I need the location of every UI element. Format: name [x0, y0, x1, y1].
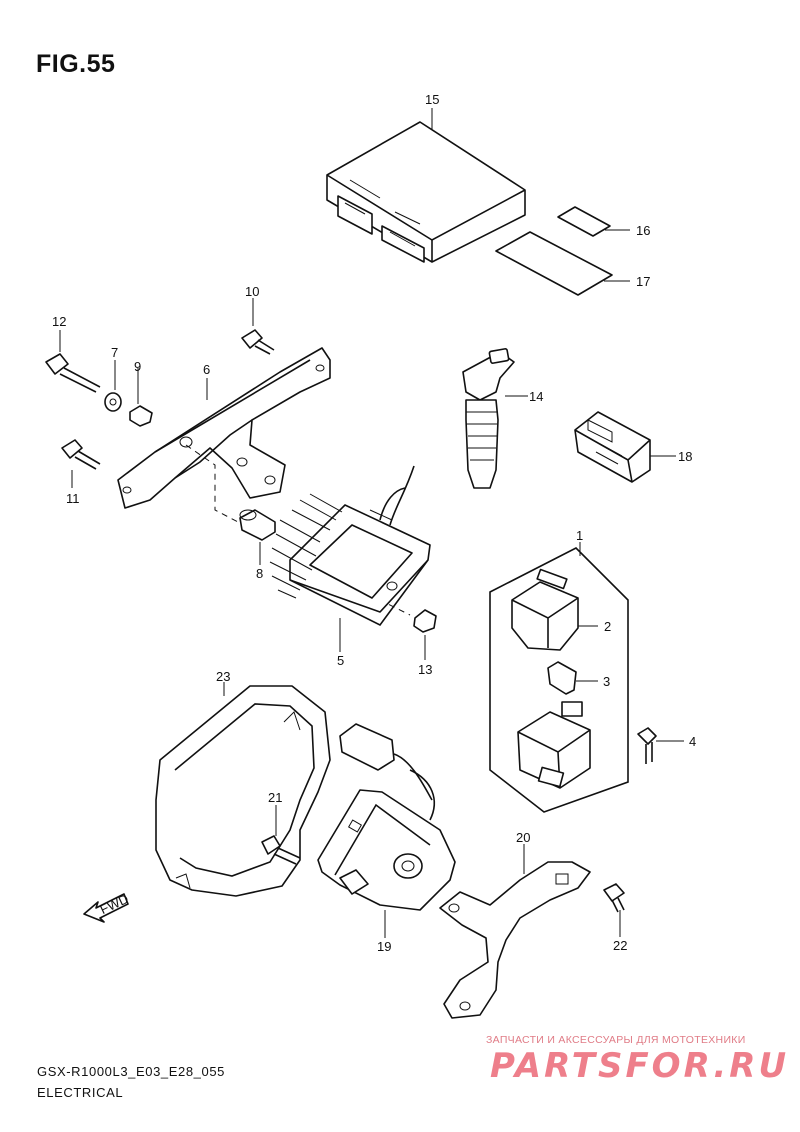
nut-13	[413, 609, 437, 633]
fwd-arrow-icon: FWD	[83, 891, 131, 923]
cover-23	[155, 685, 331, 897]
callout-23: 23	[216, 669, 230, 684]
relay-18	[574, 411, 651, 483]
bolt-21	[261, 835, 301, 865]
callout-21: 21	[268, 790, 282, 805]
fuse-3	[547, 661, 577, 695]
callout-4: 4	[689, 734, 696, 749]
callout-2: 2	[604, 619, 611, 634]
starter-relay	[517, 701, 591, 789]
collar-8	[239, 509, 276, 541]
callout-17: 17	[636, 274, 650, 289]
callout-20: 20	[516, 830, 530, 845]
callout-19: 19	[377, 939, 391, 954]
sensor-connector	[339, 723, 433, 801]
callout-1: 1	[576, 528, 583, 543]
callout-16: 16	[636, 223, 650, 238]
callout-3: 3	[603, 674, 610, 689]
gear-position-sensor	[317, 769, 456, 911]
grommet-9	[129, 405, 153, 427]
callout-13: 13	[418, 662, 432, 677]
pad-16	[557, 206, 611, 237]
relay-cover-2	[511, 568, 579, 651]
regulator-bracket	[117, 347, 331, 509]
callout-numbers: 15 16 17 10 12 7 9 6 11 8 5 13 14 18 1 2…	[52, 92, 696, 954]
callout-8: 8	[256, 566, 263, 581]
callout-7: 7	[111, 345, 118, 360]
footer-section: ELECTRICAL	[37, 1085, 124, 1100]
bolt-22	[603, 883, 625, 913]
ecm-unit	[326, 121, 526, 263]
ignition-coil	[462, 348, 515, 489]
bolt-12	[45, 353, 101, 393]
callout-9: 9	[134, 359, 141, 374]
pad-17	[495, 231, 613, 296]
callout-12: 12	[52, 314, 66, 329]
assembly-line-6-8	[185, 444, 239, 523]
footer-model-code: GSX-R1000L3_E03_E28_055	[37, 1064, 225, 1079]
callout-5: 5	[337, 653, 344, 668]
watermark-tagline: ЗАПЧАСТИ И АКСЕССУАРЫ ДЛЯ МОТОТЕХНИКИ	[486, 1034, 746, 1046]
callout-22: 22	[613, 938, 627, 953]
bolt-11	[61, 439, 101, 470]
regulator-rectifier	[269, 465, 431, 627]
bolt-4	[637, 727, 657, 764]
callout-11: 11	[66, 491, 80, 506]
figure-title: FIG.55	[36, 50, 116, 78]
starter-relay-set	[489, 547, 629, 813]
fwd-label: FWD	[98, 891, 131, 917]
sensor-bracket-20	[439, 861, 591, 1019]
bolt-10	[241, 329, 275, 355]
callout-15: 15	[425, 92, 439, 107]
callout-18: 18	[678, 449, 692, 464]
callout-10: 10	[245, 284, 259, 299]
callout-14: 14	[529, 389, 543, 404]
leader-lines	[59, 108, 684, 938]
watermark-site: PARTSFOR.RU	[490, 1046, 790, 1086]
callout-6: 6	[203, 362, 210, 377]
washer-7	[104, 392, 122, 412]
